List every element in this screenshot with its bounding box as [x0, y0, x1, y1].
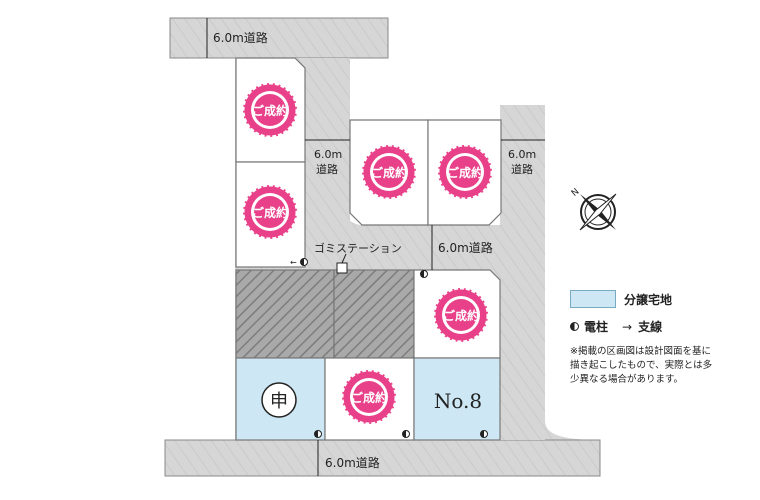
sold-badge: ご成約	[432, 286, 490, 344]
road-bottom-label: 6.0m道路	[325, 455, 380, 470]
sold-badges: ご成約 ご成約 ご成約 ご成約 ご成約	[241, 81, 494, 426]
sold-badge-text: ご成約	[443, 308, 479, 323]
road-top-label: 6.0m道路	[213, 30, 268, 45]
sold-badge-text: ご成約	[371, 165, 407, 180]
utility-poles: ←	[290, 258, 488, 438]
sold-badge-text: ご成約	[252, 103, 288, 118]
road-right-strip	[500, 105, 545, 440]
sold-badge-text: ご成約	[351, 390, 387, 405]
sale-swatch	[570, 290, 616, 308]
road-labels: 6.0m道路 6.0m 道路 6.0m 道路 6.0m道路 6.0m道路	[206, 18, 545, 476]
applied-mark-text: 申	[270, 391, 288, 412]
utility-pole-icon	[570, 322, 579, 331]
road-center-label: 6.0m道路	[438, 240, 493, 255]
lot-no8-label: No.8	[434, 389, 482, 413]
sold-badge: ご成約	[241, 81, 299, 139]
utility-pole-icon	[300, 258, 308, 266]
garbage-station: ゴミステーション	[314, 241, 402, 274]
legend-pole-label: 電柱	[584, 320, 609, 334]
branch-arrow-icon: ←	[290, 258, 297, 267]
lot-no8	[413, 357, 501, 441]
sold-badge-text: ご成約	[447, 165, 483, 180]
compass-icon: N	[570, 187, 617, 231]
road-right-label-1: 6.0m	[508, 148, 536, 161]
sold-badge: ご成約	[241, 183, 299, 241]
road-left-mid-label-1: 6.0m	[314, 148, 342, 161]
utility-pole-icon	[402, 430, 410, 438]
road-right-label-2: 道路	[511, 162, 533, 176]
road-bottom	[164, 439, 601, 477]
lot-hatched-mid	[333, 269, 415, 359]
legend-sale-label: 分譲宅地	[624, 292, 673, 307]
utility-pole-icon	[314, 430, 322, 438]
road-top	[169, 17, 389, 59]
utility-pole-icon	[420, 270, 428, 278]
legend: 分譲宅地 電柱 → 支線 ※掲載の区画図は設計図面を基に描き起こしたもので、実際…	[570, 290, 750, 387]
sold-badge: ご成約	[360, 143, 418, 201]
legend-sale: 分譲宅地	[570, 290, 750, 308]
road-left-mid-label-2: 道路	[316, 162, 338, 176]
sold-badge-text: ご成約	[252, 205, 288, 220]
garbage-station-label: ゴミステーション	[314, 241, 402, 255]
legend-branch-label: 支線	[638, 320, 663, 334]
sold-badge: ご成約	[436, 143, 494, 201]
disclaimer-note: ※掲載の区画図は設計図面を基に描き起こしたもので、実際とは多少異なる場合がありま…	[570, 346, 713, 385]
lot-applied	[235, 357, 326, 441]
legend-pole-branch: 電柱 → 支線	[570, 318, 750, 335]
utility-pole-icon	[480, 430, 488, 438]
branch-arrow-icon: →	[622, 319, 633, 334]
applied-mark: 申	[261, 382, 297, 418]
svg-text:N: N	[570, 187, 582, 199]
lot-hatched-left	[235, 269, 335, 359]
sold-badge: ご成約	[340, 368, 398, 426]
